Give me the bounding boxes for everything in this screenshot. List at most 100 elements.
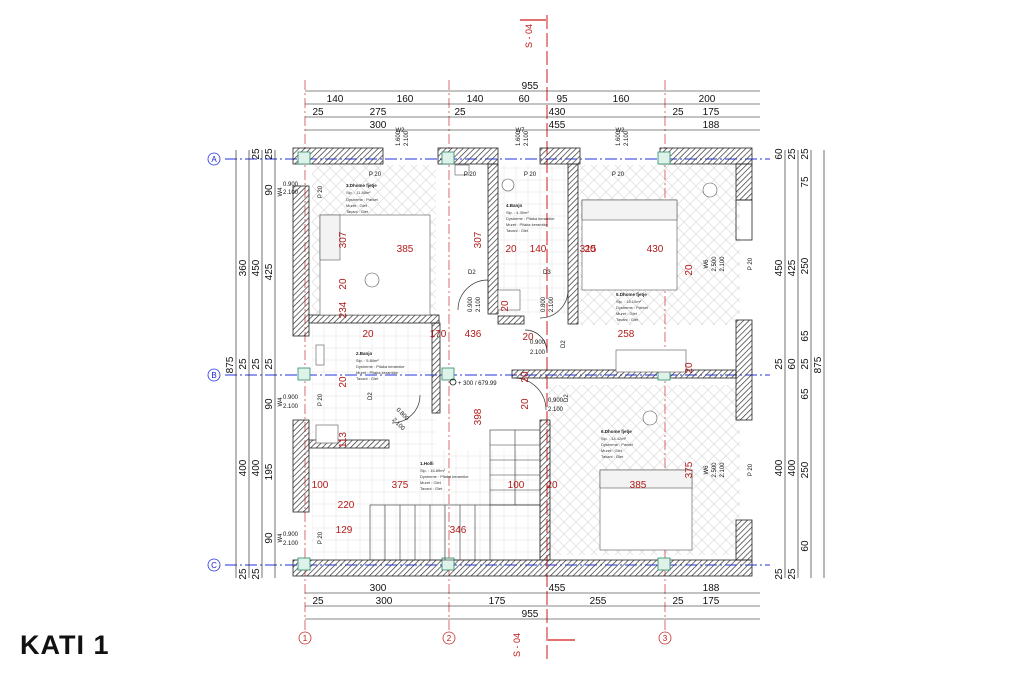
dim-top-r2-0: 25 — [312, 107, 324, 118]
dim-right-op-5: 65 — [800, 388, 811, 400]
axis-label-3: 3 — [663, 634, 668, 643]
dim-right-inner-2: 60 — [787, 358, 798, 370]
top-dimension-lines — [305, 90, 760, 131]
dim-top-r3-0: 300 — [370, 120, 387, 131]
dim-left-op-6: 90 — [264, 532, 275, 544]
window-head-left-2: 2.100 — [283, 404, 299, 410]
window-labels-left: W4 0.900 2.100 W4 0.900 2.100 W4 0.900 2… — [278, 182, 299, 547]
room-5-floor: Dysheme : Parket — [616, 305, 649, 310]
door-w-2: 0.800 — [541, 296, 547, 312]
axis-label-b: B — [211, 371, 216, 380]
p20-label-9: P 20 — [748, 463, 754, 476]
room-4-name: 4.Banjo — [506, 203, 523, 208]
dim-left-inner-1: 450 — [251, 259, 262, 276]
dim-right-mid-2: 400 — [774, 459, 785, 476]
dim-right-inner-5: 400 — [787, 459, 798, 476]
room-2-walls: Muret : Pllaka keramike — [356, 370, 399, 375]
window-code-left-3: W4 — [278, 533, 284, 543]
dim-right-inner-2b: 60 — [774, 148, 785, 160]
axis-label-c: C — [211, 561, 217, 570]
room-4-ceiling: Tavani : Glet — [506, 228, 529, 233]
dim-left-op-4: 90 — [264, 398, 275, 410]
room-6-ceiling: Tavani : Glet — [601, 454, 624, 459]
room-4-info: 4.Banjo Sip. : 4.30m² Dysheme : Pllaka k… — [506, 203, 555, 233]
staircase — [369, 429, 541, 561]
dim-left-inner-2: 25 — [251, 358, 262, 370]
door-code-3: D2 — [561, 340, 567, 348]
dim-bot-r2-0: 25 — [312, 596, 324, 607]
room-6-info: 6.Dhome fjetje Sip. : 14.42m² Dysheme : … — [601, 429, 634, 459]
dim-left-op-3: 25 — [264, 358, 275, 370]
window-labels-top: W2 1.600 2.100 W7 1.600 2.100 W2 1.600 2… — [396, 128, 631, 146]
axis-bubble-c: C — [207, 558, 221, 572]
window-sill-right-1: 2.500 — [712, 256, 718, 272]
door-w-4: 0.900 — [548, 398, 564, 404]
window-sill-top-2: 1.600 — [516, 130, 522, 146]
dim-left-inner-3: 400 — [251, 459, 262, 476]
dim-right-op-4: 25 — [800, 358, 811, 370]
dim-right-op-3: 65 — [800, 330, 811, 342]
room-5-info: 5.Dhome fjetje Sip. : 15.10m² Dysheme : … — [616, 292, 649, 322]
dim-bot-r1-0: 300 — [370, 583, 387, 594]
axis-bubble-a: A — [207, 152, 221, 166]
axis-bubble-2: 2 — [442, 631, 456, 645]
dim-left-inner-4: 25 — [251, 568, 262, 580]
p20-label-3: P 20 — [524, 172, 537, 178]
furniture — [315, 164, 718, 551]
structural-columns — [297, 151, 671, 571]
dim-left-op-1: 90 — [264, 184, 275, 196]
dim-top-r1-3: 60 — [518, 94, 530, 105]
top-dimension-text: 955 140 160 140 60 95 160 200 25 275 25 … — [312, 81, 719, 131]
p20-label-8: P 20 — [748, 257, 754, 270]
p20-label-6: P 20 — [318, 393, 324, 406]
dim-top-r2-2: 25 — [454, 107, 466, 118]
dim-right-inner-1: 425 — [787, 259, 798, 276]
right-dimension-lines — [784, 150, 825, 578]
room-1-floor: Dysheme : Pllaka keramike — [420, 474, 469, 479]
room-3-name: 3.Dhome fjetje — [346, 183, 377, 188]
inner-dim-4: 140 — [530, 244, 547, 255]
dim-top-r1-2: 140 — [467, 94, 484, 105]
window-head-top-3: 2.100 — [624, 130, 630, 146]
room-5-ceiling: Tavani : Glet — [616, 317, 639, 322]
dim-top-r1-5: 160 — [613, 94, 630, 105]
elevation-marker: + 300 / 679.99 — [449, 378, 497, 387]
door-code-4: D2 — [564, 394, 570, 402]
door-code-2: D3 — [543, 270, 551, 276]
elevation-label: + 300 / 679.99 — [458, 381, 497, 387]
window-sill-top-3: 1.600 — [616, 130, 622, 146]
inner-dim-15: 113 — [338, 432, 349, 448]
inner-dim-18: 398 — [473, 408, 484, 425]
room-5-walls: Muret : Glet — [616, 311, 638, 316]
bottom-dimension-lines — [305, 592, 760, 620]
inner-dim-5b: 20 — [584, 244, 596, 255]
room-2-info: 2.Banjo Sip. : 5.84m² Dysheme : Pllaka k… — [356, 351, 405, 381]
inner-dim-16: 20 — [520, 398, 531, 410]
room-3-area: Sip. : 11.80m² — [346, 190, 371, 195]
inner-dim-32: 20 — [338, 278, 349, 290]
dim-right-op-1: 75 — [800, 176, 811, 188]
inner-dim-12: 436 — [465, 329, 482, 340]
dim-left-op-0: 25 — [264, 148, 275, 160]
dim-left-total: 875 — [225, 356, 236, 373]
inner-dim-21: 220 — [338, 500, 355, 511]
room-5-name: 5.Dhome fjetje — [616, 292, 647, 297]
window-code-right-1: W6 — [704, 259, 710, 269]
dim-bot-r2-4: 25 — [672, 596, 684, 607]
dim-right-inner-6: 25 — [787, 568, 798, 580]
inner-dim-25: 385 — [630, 480, 647, 491]
window-head-left-3: 2.100 — [283, 541, 299, 547]
left-dimension-lines — [235, 150, 276, 578]
dim-top-total: 955 — [522, 81, 539, 92]
window-sill-left-1: 0.900 — [283, 182, 299, 188]
section-mark-bottom: S - 04 — [512, 633, 522, 657]
door-labels: D2 0.900 2.100 D3 0.800 2.100 0.900 2.10… — [368, 270, 570, 433]
inner-dimensions: 307 385 307 20 140 315 430 20 234 20 170… — [312, 231, 695, 536]
room-3-walls: Muret : Glet — [346, 203, 368, 208]
window-sill-top-1: 1.600 — [396, 130, 402, 146]
axis-bubble-1: 1 — [298, 631, 312, 645]
room-2-floor: Dysheme : Pllaka keramike — [356, 364, 405, 369]
dim-top-r2-1: 275 — [370, 107, 387, 118]
inner-dim-26: 129 — [336, 525, 353, 536]
dim-left-op-7: 25 — [238, 568, 249, 580]
